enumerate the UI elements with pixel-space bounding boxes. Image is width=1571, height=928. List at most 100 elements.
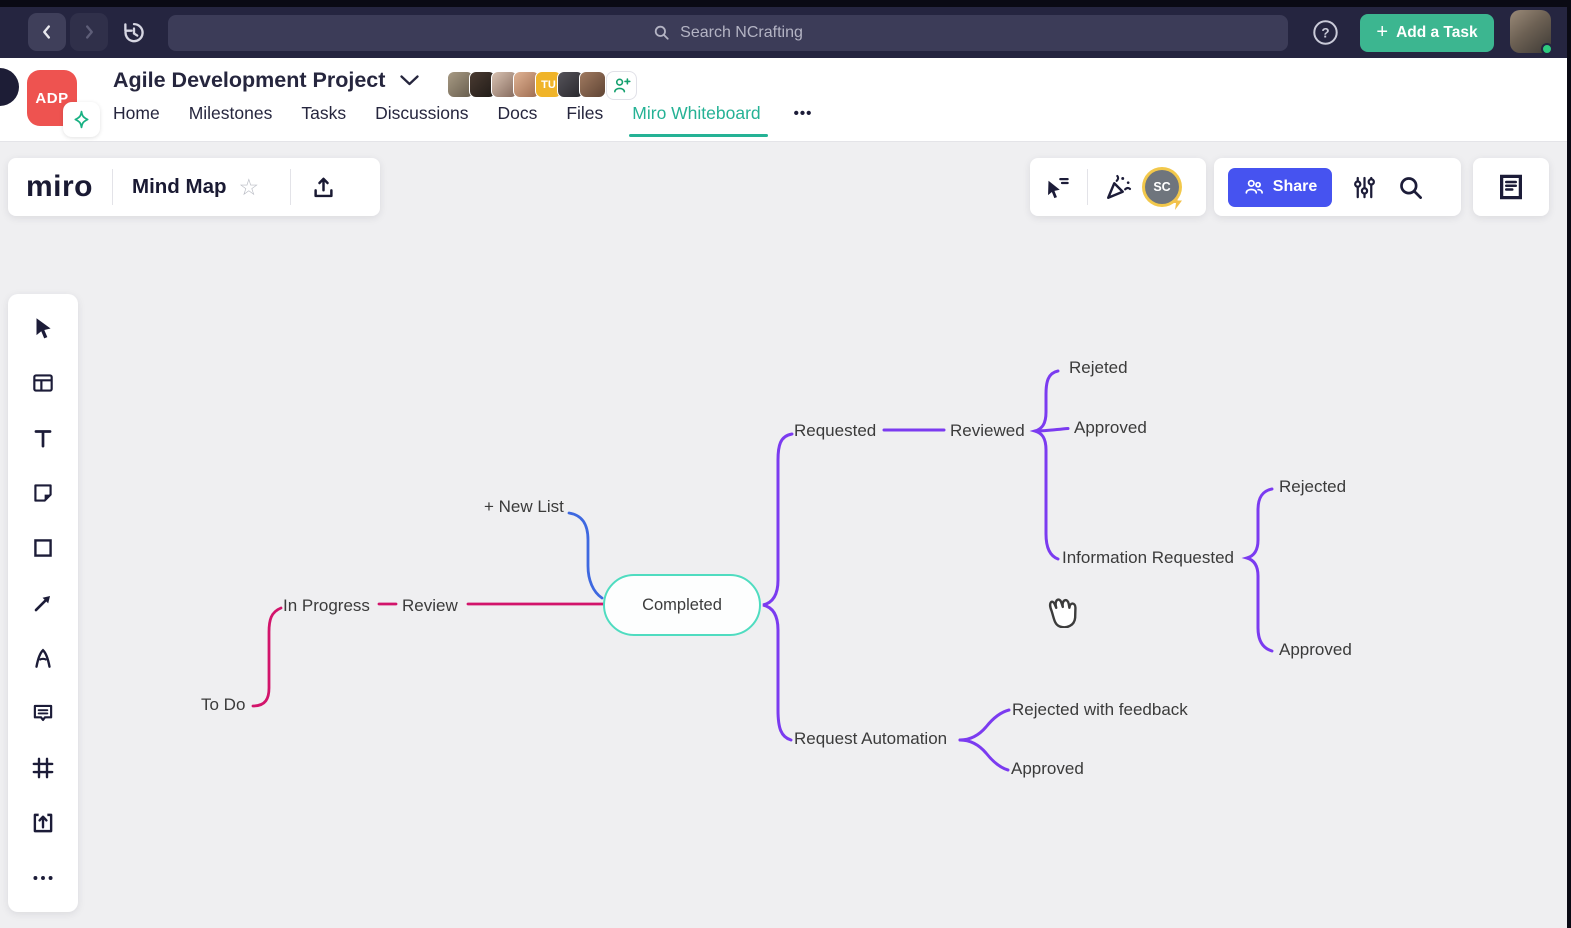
plus-icon: + — [1376, 20, 1389, 43]
search-input[interactable]: Search NCrafting — [168, 15, 1288, 51]
board-title: Mind Map — [132, 175, 227, 198]
back-button[interactable] — [28, 13, 66, 51]
select-tool[interactable] — [21, 311, 65, 345]
templates-tool[interactable] — [21, 366, 65, 400]
help-button[interactable]: ? — [1312, 19, 1339, 46]
spark-icon — [74, 110, 89, 129]
miro-canvas[interactable]: miro Mind Map ☆ SC — [0, 142, 1571, 928]
arrow-icon — [34, 595, 51, 612]
miro-logo: miro — [26, 170, 94, 203]
mindmap-node-review[interactable]: Review — [402, 596, 458, 615]
text-tool[interactable] — [21, 421, 65, 455]
mindmap-node-request-automation[interactable]: Request Automation — [794, 729, 948, 748]
tab-files[interactable]: Files — [566, 103, 604, 123]
sticky-note-icon — [34, 484, 52, 502]
window-top-edge — [0, 0, 1571, 7]
user-avatar[interactable] — [1510, 10, 1553, 55]
tab-milestones[interactable]: Milestones — [188, 103, 273, 123]
party-popper-icon[interactable] — [1104, 173, 1133, 202]
tab-miro-whiteboard[interactable]: Miro Whiteboard — [629, 103, 769, 137]
board-search-icon[interactable] — [1397, 174, 1424, 201]
history-icon — [124, 22, 144, 43]
favorite-star-icon[interactable]: ☆ — [238, 173, 260, 200]
more-tools[interactable] — [21, 861, 65, 895]
app-topbar: Search NCrafting ? + Add a Task — [0, 0, 1571, 58]
add-task-label: Add a Task — [1396, 24, 1478, 41]
project-tabs: Home Milestones Tasks Discussions Docs F… — [113, 103, 813, 137]
frame-tool[interactable] — [21, 751, 65, 785]
notes-card — [1473, 158, 1549, 216]
cursor-icon — [36, 318, 51, 339]
collaborator-avatar[interactable]: SC — [1145, 170, 1182, 210]
mindmap-node-information-requested[interactable]: Information Requested — [1062, 548, 1234, 567]
miro-toolbar — [8, 294, 78, 912]
filters-icon[interactable] — [1351, 174, 1378, 201]
people-icon — [1245, 179, 1263, 194]
collab-tools-card: SC — [1030, 158, 1206, 216]
frame-icon — [32, 757, 54, 779]
spark-badge — [63, 102, 100, 137]
bolt-badge-icon — [1172, 194, 1182, 210]
notes-icon[interactable] — [1496, 172, 1526, 202]
mindmap-node-approved-reviewed[interactable]: Approved — [1074, 418, 1147, 437]
mindmap-node-reviewed[interactable]: Reviewed — [950, 421, 1025, 440]
online-status-dot — [1541, 43, 1553, 55]
share-button[interactable]: Share — [1228, 167, 1332, 207]
tabs-more-button[interactable]: ••• — [793, 105, 813, 122]
member-avatar[interactable] — [579, 71, 606, 98]
mindmap-node-requested[interactable]: Requested — [794, 421, 877, 440]
comment-icon — [33, 704, 53, 722]
divider — [1087, 169, 1088, 205]
mindmap-node-rejected-info[interactable]: Rejected — [1279, 477, 1347, 496]
mindmap-node-approved-info[interactable]: Approved — [1279, 640, 1352, 659]
upload-box-icon — [33, 813, 53, 833]
chevron-down-icon[interactable] — [400, 75, 420, 86]
mindmap-node-approved-automation[interactable]: Approved — [1011, 759, 1084, 778]
chevron-right-icon — [85, 25, 93, 39]
forward-button[interactable] — [70, 13, 108, 51]
comment-tool[interactable] — [21, 696, 65, 730]
mindmap-node-rejected-with-feedback[interactable]: Rejected with feedback — [1012, 700, 1188, 719]
mindmap-node-rejeted[interactable]: Rejeted — [1069, 358, 1128, 377]
project-header: ADP Agile Development Project TU Home Mi… — [0, 58, 1571, 142]
tab-discussions[interactable]: Discussions — [375, 103, 469, 123]
add-task-button[interactable]: + Add a Task — [1360, 14, 1494, 52]
mindmap-node-completed[interactable]: Completed — [603, 574, 761, 636]
window-right-edge — [1567, 0, 1571, 928]
export-icon[interactable] — [310, 174, 337, 201]
sidebar-peek-circle — [0, 68, 19, 106]
history-button[interactable] — [118, 17, 150, 49]
sticky-note-tool[interactable] — [21, 476, 65, 510]
mindmap-node-new-list[interactable]: + New List — [484, 497, 564, 516]
follow-cursor-icon[interactable] — [1044, 174, 1071, 201]
upload-tool[interactable] — [21, 806, 65, 840]
hand-cursor-icon — [1048, 598, 1077, 628]
search-placeholder: Search NCrafting — [680, 24, 803, 41]
project-title: Agile Development Project — [113, 68, 386, 92]
svg-text:?: ? — [1321, 26, 1329, 41]
member-avatar-stack: TU — [447, 71, 606, 98]
divider — [112, 169, 114, 205]
pen-tool[interactable] — [21, 641, 65, 675]
tab-docs[interactable]: Docs — [497, 103, 538, 123]
text-icon — [34, 430, 52, 448]
mindmap-node-in-progress[interactable]: In Progress — [283, 596, 370, 615]
shape-tool[interactable] — [21, 531, 65, 565]
help-icon: ? — [1313, 20, 1338, 45]
tab-tasks[interactable]: Tasks — [301, 103, 347, 123]
share-label: Share — [1272, 178, 1318, 195]
square-icon — [34, 539, 52, 557]
layout-icon — [33, 374, 53, 392]
pen-icon — [35, 648, 51, 668]
person-add-icon — [614, 78, 631, 93]
add-member-button[interactable] — [606, 71, 637, 100]
board-header-card: miro Mind Map ☆ — [8, 158, 380, 216]
connector-tool[interactable] — [21, 586, 65, 620]
mindmap-node-to-do[interactable]: To Do — [201, 695, 246, 714]
chevron-left-icon — [43, 25, 51, 39]
more-dots-icon — [33, 876, 53, 880]
divider — [290, 169, 292, 205]
search-icon — [654, 25, 669, 40]
share-tools-card: Share — [1214, 158, 1461, 216]
tab-home[interactable]: Home — [113, 103, 160, 123]
